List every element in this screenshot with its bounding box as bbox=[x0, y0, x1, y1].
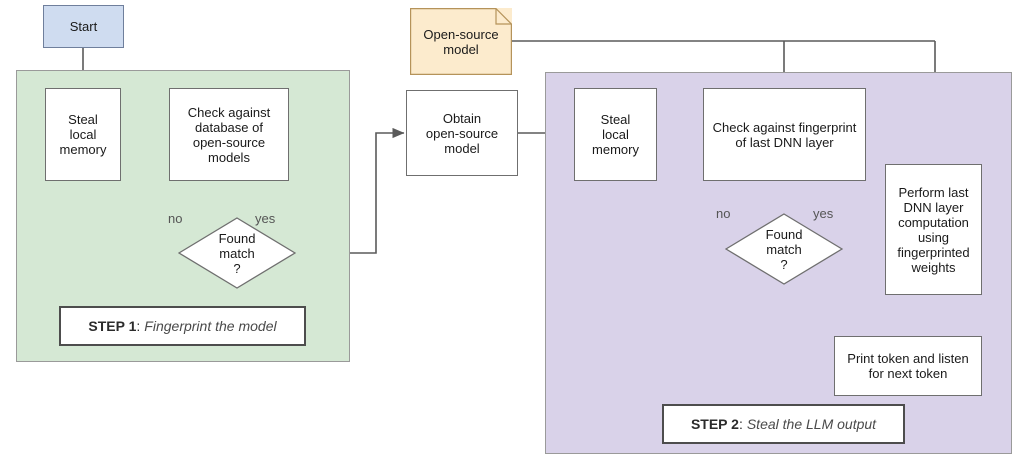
node-found-match-1-label: Found match ? bbox=[218, 230, 256, 276]
note-shape-icon bbox=[410, 8, 512, 75]
edge-label-step1-no: no bbox=[168, 211, 183, 226]
edge-label-step1-yes: yes bbox=[255, 211, 276, 226]
step2-separator: : bbox=[738, 416, 743, 432]
node-start[interactable]: Start bbox=[43, 5, 124, 48]
node-found-match-2[interactable]: Found match ? bbox=[725, 213, 843, 285]
node-start-label: Start bbox=[69, 19, 98, 34]
node-steal-local-memory-2-label: Steal local memory bbox=[592, 112, 639, 157]
node-print-token-label: Print token and listen for next token bbox=[847, 351, 969, 381]
node-steal-local-memory-1-label: Steal local memory bbox=[59, 112, 107, 157]
step2-number: STEP 2 bbox=[690, 416, 739, 432]
node-obtain-open-source-model-label: Obtain open-source model bbox=[425, 110, 499, 156]
node-check-database-open-source-label: Check against database of open-source mo… bbox=[187, 104, 271, 165]
step2-description: Steal the LLM output bbox=[746, 416, 877, 432]
diamond-shape-icon bbox=[178, 217, 296, 289]
step2-banner: STEP 2:Steal the LLM output bbox=[662, 404, 905, 444]
step1-number: STEP 1 bbox=[88, 318, 137, 334]
edge-label-step2-no: no bbox=[716, 206, 731, 221]
step1-separator: : bbox=[136, 318, 141, 334]
node-perform-last-dnn-layer[interactable]: Perform last DNN layer computation using… bbox=[885, 164, 982, 295]
node-open-source-model-note[interactable]: Open-source model bbox=[410, 8, 512, 75]
step1-banner: STEP 1:Fingerprint the model bbox=[59, 306, 306, 346]
node-check-database-open-source[interactable]: Check against database of open-source mo… bbox=[169, 88, 289, 181]
node-check-fingerprint-dnn[interactable]: Check against fingerprint of last DNN la… bbox=[703, 88, 866, 181]
node-open-source-model-note-label: Open-source model bbox=[423, 26, 499, 57]
node-found-match-2-label: Found match ? bbox=[765, 226, 803, 272]
node-print-token[interactable]: Print token and listen for next token bbox=[834, 336, 982, 396]
node-perform-last-dnn-layer-label: Perform last DNN layer computation using… bbox=[897, 184, 970, 275]
diamond-shape-icon bbox=[725, 213, 843, 285]
step1-description: Fingerprint the model bbox=[144, 318, 277, 334]
node-found-match-1[interactable]: Found match ? bbox=[178, 217, 296, 289]
node-obtain-open-source-model[interactable]: Obtain open-source model bbox=[406, 90, 518, 176]
edge-label-step2-yes: yes bbox=[813, 206, 834, 221]
node-steal-local-memory-1[interactable]: Steal local memory bbox=[45, 88, 121, 181]
node-check-fingerprint-dnn-label: Check against fingerprint of last DNN la… bbox=[712, 119, 857, 150]
node-steal-local-memory-2[interactable]: Steal local memory bbox=[574, 88, 657, 181]
